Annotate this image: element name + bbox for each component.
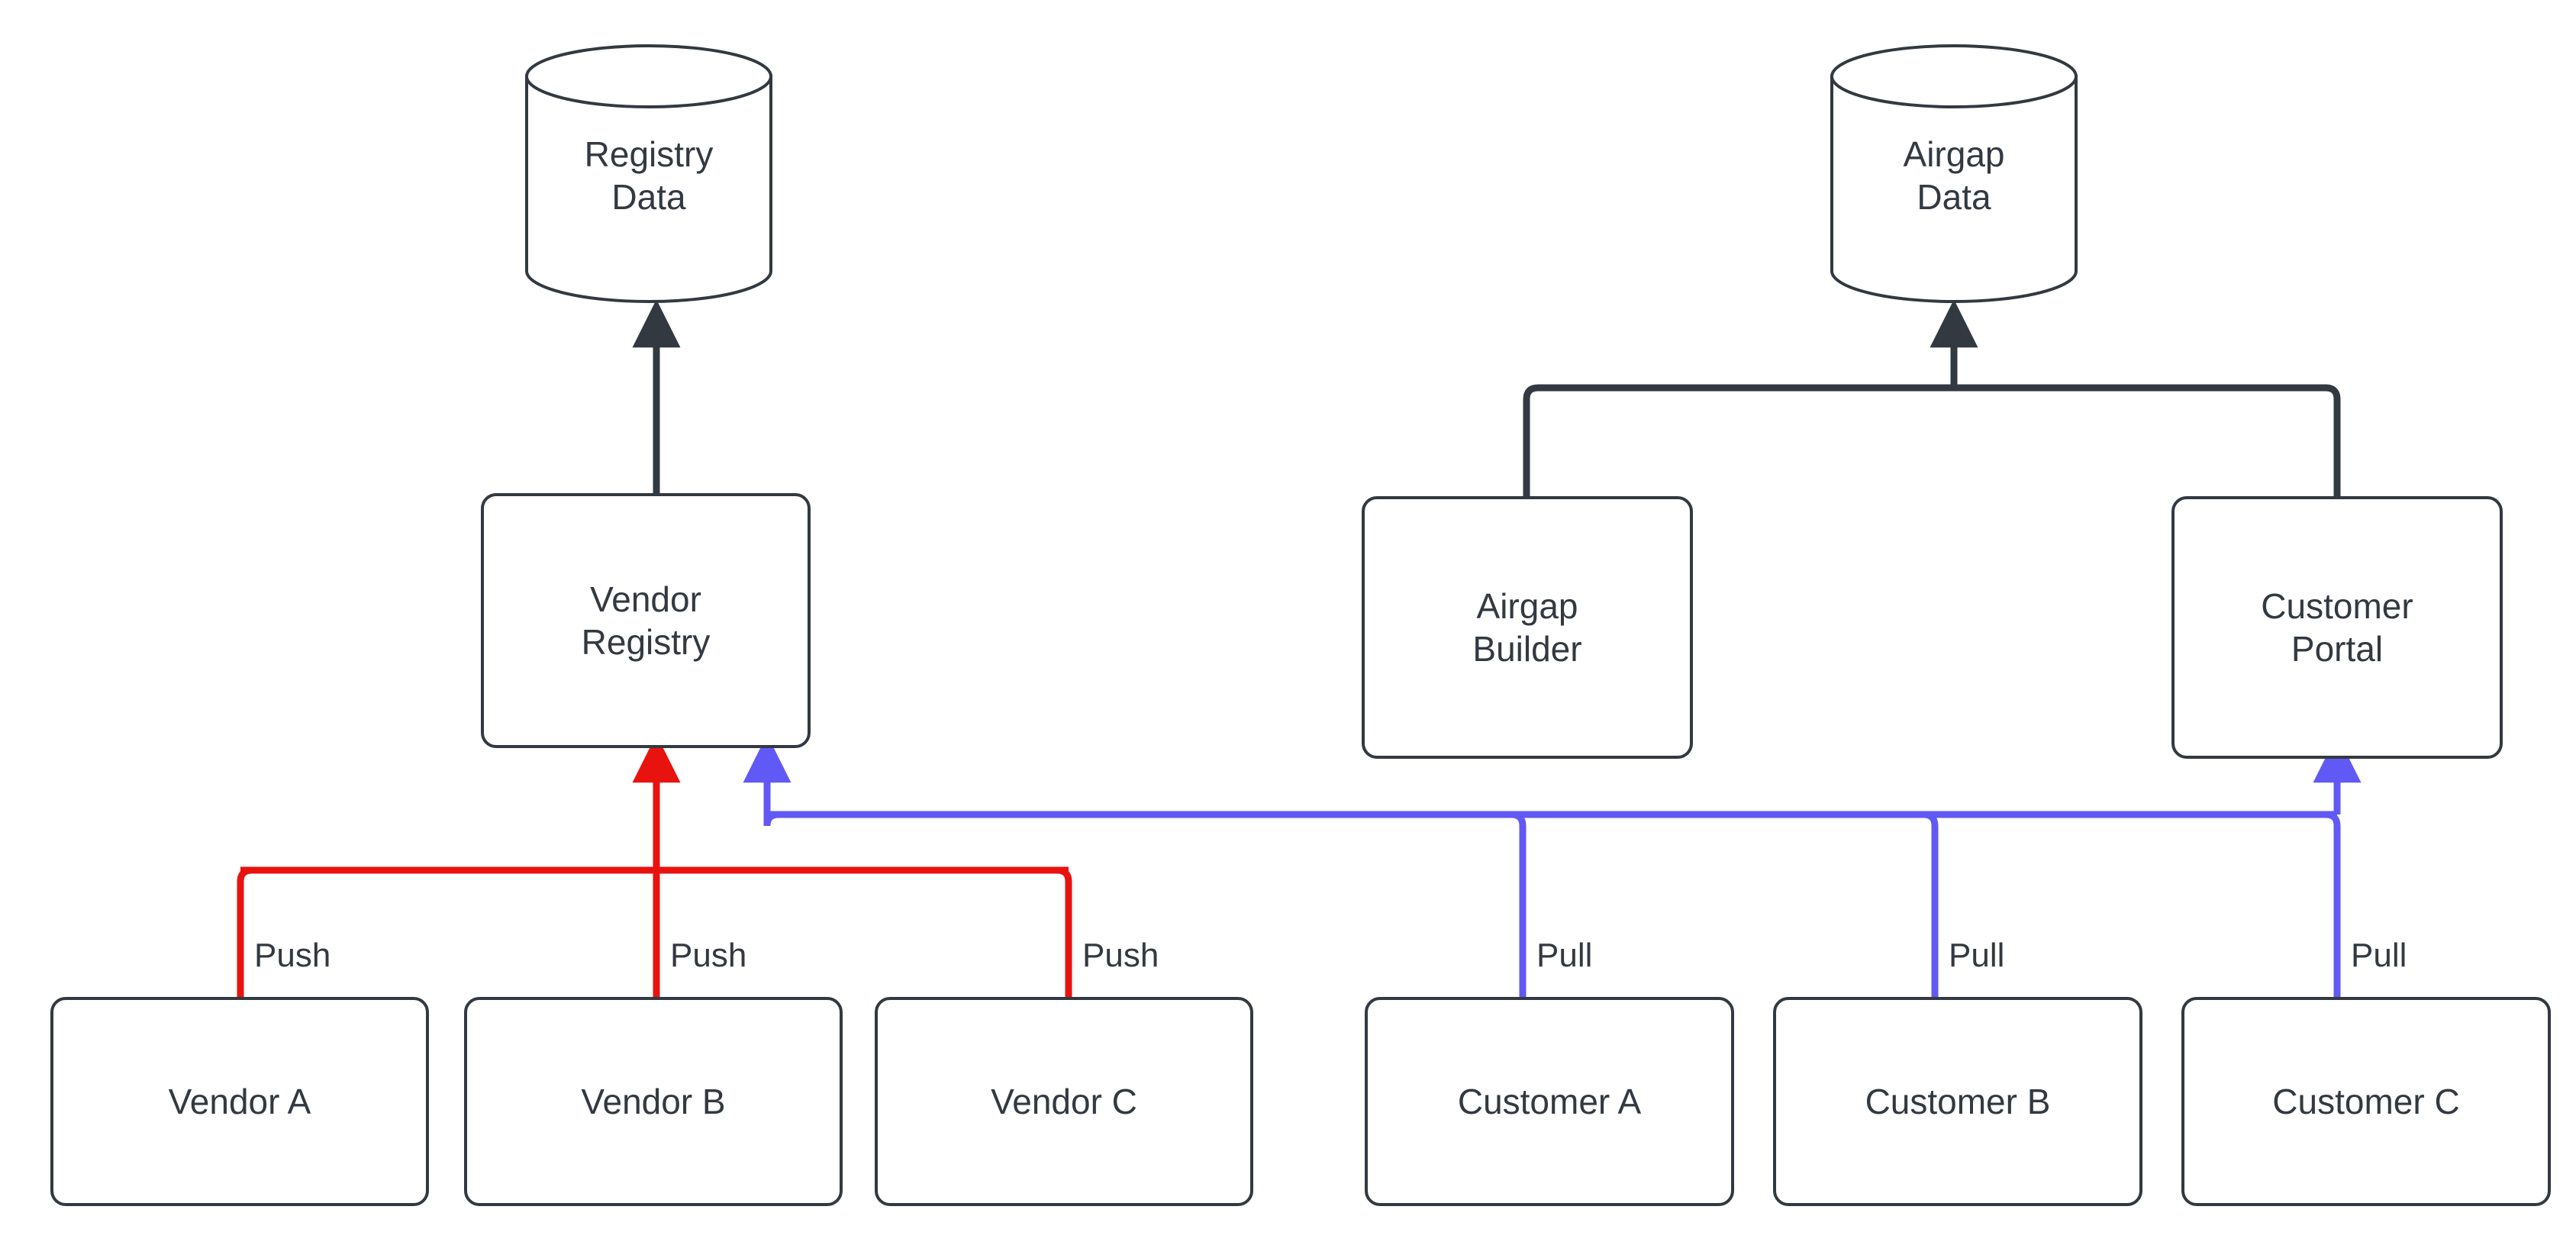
node-vendor-registry[interactable]: [482, 495, 809, 747]
node-airgap-builder[interactable]: [1363, 498, 1691, 757]
edge-label-pull-customer-c: Pull: [2351, 937, 2407, 974]
shape-customer-b: [1773, 997, 2142, 1206]
shape-vendor-b: [464, 997, 843, 1206]
connector-airgap-fork-to-airgap-data: [1523, 299, 2341, 498]
shape-airgap-data: [1830, 44, 2078, 303]
connector-push-bus: [237, 734, 1072, 998]
edge-label-push-vendor-c: Push: [1082, 937, 1159, 974]
edge-label-pull-customer-a: Pull: [1536, 937, 1593, 974]
node-airgap-data[interactable]: [1832, 46, 2076, 302]
shape-vendor-c: [875, 997, 1253, 1206]
connector-pull-bus: [767, 747, 2362, 998]
node-customer-a[interactable]: [1366, 998, 1733, 1205]
node-vendor-a[interactable]: [52, 998, 427, 1205]
shape-customer-a: [1365, 997, 1734, 1206]
node-customer-c[interactable]: [2183, 998, 2549, 1205]
shape-vendor-registry: [481, 493, 811, 748]
node-vendor-c[interactable]: [876, 998, 1252, 1205]
shape-customer-portal: [2171, 496, 2503, 759]
edge-label-pull-customer-b: Pull: [1949, 937, 2005, 974]
shape-vendor-a: [50, 997, 429, 1206]
edge-label-push-vendor-b: Push: [670, 937, 747, 974]
node-customer-b[interactable]: [1775, 998, 2141, 1205]
node-vendor-b[interactable]: [466, 998, 841, 1205]
node-registry-data[interactable]: [527, 46, 771, 302]
shape-registry-data: [525, 44, 772, 303]
node-customer-portal[interactable]: [2173, 498, 2501, 757]
shape-airgap-builder: [1362, 496, 1693, 759]
edge-label-push-vendor-a: Push: [254, 937, 331, 974]
shape-customer-c: [2181, 997, 2551, 1206]
